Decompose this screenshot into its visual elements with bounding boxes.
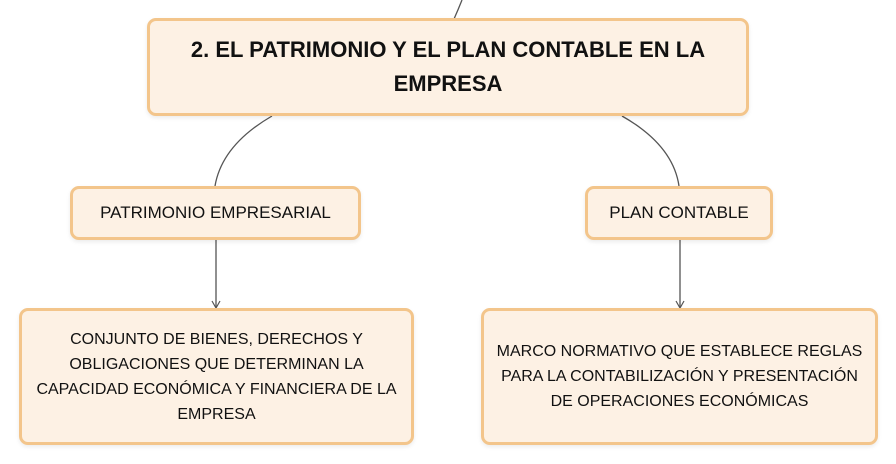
subtopic-patrimonio-text: CONJUNTO DE BIENES, DERECHOS Y OBLIGACIO… [36,330,397,423]
root-topic-label: 2. EL PATRIMONIO Y EL PLAN CONTABLE EN L… [190,37,706,96]
topic-plan-contable[interactable]: PLAN CONTABLE [585,186,773,240]
arrowhead-left [211,300,221,310]
topic-plan-label: PLAN CONTABLE [609,203,749,222]
connector-root-to-plan [621,115,680,187]
root-topic-node[interactable]: 2. EL PATRIMONIO Y EL PLAN CONTABLE EN L… [147,18,749,116]
connector-parent-to-root [453,0,463,20]
connector-root-to-patrimonio [214,115,273,187]
subtopic-patrimonio-definition[interactable]: CONJUNTO DE BIENES, DERECHOS Y OBLIGACIO… [19,308,414,445]
subtopic-plan-text: MARCO NORMATIVO QUE ESTABLECE REGLAS PAR… [496,343,863,410]
arrowhead-right [675,300,685,310]
subtopic-plan-definition[interactable]: MARCO NORMATIVO QUE ESTABLECE REGLAS PAR… [481,308,878,445]
topic-patrimonio-label: PATRIMONIO EMPRESARIAL [100,203,331,222]
topic-patrimonio-empresarial[interactable]: PATRIMONIO EMPRESARIAL [70,186,361,240]
